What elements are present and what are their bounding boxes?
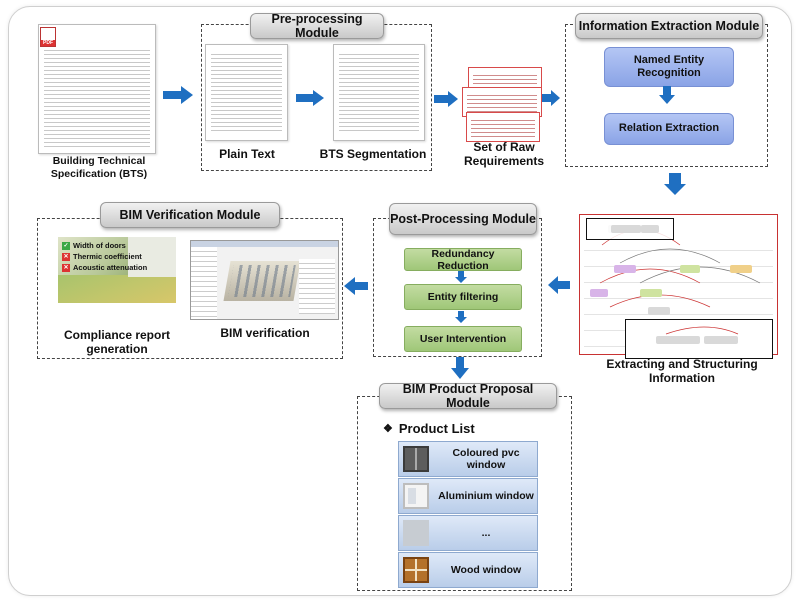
- entity-token: [730, 265, 752, 273]
- aluminium-window-icon: [403, 483, 429, 509]
- zoom-callout-top: [586, 218, 674, 240]
- information-extraction-title: Information Extraction Module: [575, 13, 763, 39]
- product-item[interactable]: ...: [398, 515, 538, 551]
- plain-text-document: [205, 44, 288, 141]
- relation-extraction-box: Relation Extraction: [604, 113, 734, 145]
- product-list-heading: ❖Product List: [383, 421, 475, 436]
- bts-label: Building Technical Specification (BTS): [50, 155, 148, 180]
- placeholder-product-icon: [403, 520, 429, 546]
- check-item: ✓Width of doors: [62, 241, 126, 250]
- bts-segmentation-label: BTS Segmentation: [319, 147, 427, 161]
- zoom-callout-bottom: [625, 319, 773, 359]
- entity-token: [640, 289, 662, 297]
- preprocessing-title: Pre-processing Module: [250, 12, 384, 40]
- pdf-badge: PDF: [41, 40, 55, 46]
- pvc-window-icon: [403, 446, 429, 472]
- entity-filtering-step: Entity filtering: [404, 284, 522, 310]
- diamond-bullet-icon: ❖: [383, 423, 393, 435]
- entity-token: [590, 289, 608, 297]
- ner-box: Named Entity Recognition: [604, 47, 734, 87]
- check-icon: ✓: [62, 241, 70, 250]
- segmented-document: [333, 44, 425, 141]
- arrow-icon: [455, 311, 467, 323]
- entity-token: [614, 265, 636, 273]
- extracting-structuring-label: Extracting and Structuring Information: [606, 357, 758, 386]
- wood-window-icon: [403, 557, 429, 583]
- user-intervention-step: User Intervention: [404, 326, 522, 352]
- bts-document: [38, 24, 156, 154]
- product-item[interactable]: Aluminium window: [398, 478, 538, 514]
- entity-token: [680, 265, 700, 273]
- arrow-icon: [455, 271, 467, 283]
- check-item: ✕Acoustic attenuation: [62, 263, 148, 272]
- bim-verification-title: BIM Verification Module: [100, 202, 280, 228]
- plain-text-label: Plain Text: [219, 147, 275, 161]
- redundancy-reduction-step: Redundancy Reduction: [404, 248, 522, 272]
- arrow-icon: [296, 90, 324, 106]
- raw-requirements-label: Set of Raw Requirements: [463, 140, 545, 169]
- arrow-icon: [163, 86, 193, 104]
- post-processing-title: Post-Processing Module: [389, 203, 537, 235]
- entity-token: [648, 307, 670, 315]
- cross-icon: ✕: [62, 252, 70, 261]
- bim-product-proposal-title: BIM Product Proposal Module: [379, 382, 557, 410]
- arrow-icon: [542, 90, 560, 106]
- arrow-icon: [659, 86, 675, 104]
- arrow-icon: [548, 276, 570, 294]
- compliance-report-label: Compliance report generation: [63, 328, 171, 357]
- bim-verification-label: BIM verification: [220, 326, 310, 340]
- product-item[interactable]: Coloured pvc window: [398, 441, 538, 477]
- arrow-icon: [434, 91, 458, 107]
- arrow-icon: [664, 173, 686, 195]
- arrow-icon: [451, 357, 469, 379]
- raw-requirement-card: [466, 112, 540, 142]
- cross-icon: ✕: [62, 263, 70, 272]
- arrow-icon: [344, 277, 368, 295]
- check-item: ✕Thermic coefficient: [62, 252, 142, 261]
- bim-model-screenshot: [190, 240, 339, 320]
- pdf-file-icon: PDF: [40, 27, 56, 47]
- compliance-render: ✓Width of doors ✕Thermic coefficient ✕Ac…: [58, 237, 176, 303]
- product-item[interactable]: Wood window: [398, 552, 538, 588]
